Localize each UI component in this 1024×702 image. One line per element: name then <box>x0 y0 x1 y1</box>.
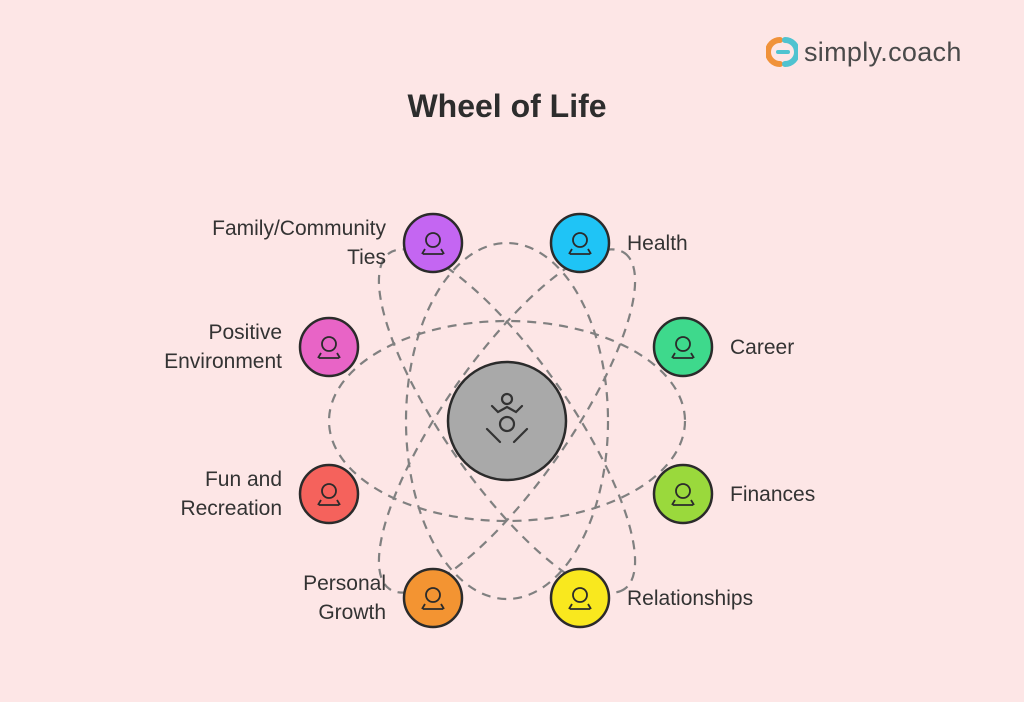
node-label: Health <box>627 229 688 258</box>
node-label-line: Recreation <box>180 497 282 520</box>
node-5 <box>652 463 714 525</box>
page-title: Wheel of Life <box>407 88 607 124</box>
node-3 <box>652 316 714 378</box>
node-label-line: Ties <box>347 246 386 269</box>
node-label-line: Growth <box>318 601 386 624</box>
node-6 <box>402 567 464 629</box>
node-label-line: Relationships <box>627 586 754 610</box>
node-label-line: Environment <box>164 350 282 373</box>
node-1 <box>549 212 611 274</box>
node-label-line: Positive <box>208 321 282 344</box>
center-node <box>446 360 568 482</box>
node-2 <box>298 316 360 378</box>
node-label: Finances <box>730 480 815 509</box>
brand-logo: simply.coach <box>766 36 962 68</box>
node-circle <box>402 567 464 629</box>
node-label: Career <box>730 333 794 362</box>
logo-mark-icon <box>766 37 798 67</box>
graduate-icon <box>671 336 695 359</box>
node-circle <box>402 212 464 274</box>
orbit-diagonal-b <box>377 248 637 594</box>
couple-heart-icon <box>568 587 592 610</box>
node-circle <box>652 463 714 525</box>
orbit-vertical <box>404 241 610 601</box>
node-7 <box>549 567 611 629</box>
community-icon <box>421 232 445 255</box>
node-circle <box>652 316 714 378</box>
node-label-line: Finances <box>730 482 816 506</box>
brand-name: simply.coach <box>804 36 962 67</box>
node-label-line: Fun and <box>204 468 282 491</box>
person-balance-icon <box>485 392 529 444</box>
orbit-lines <box>327 241 687 601</box>
node-label-line: Career <box>730 335 795 359</box>
node-0 <box>402 212 464 274</box>
node-label: Relationships <box>627 584 753 613</box>
heart-muscle-icon <box>568 232 592 255</box>
lounge-chair-icon <box>317 483 341 506</box>
node-label-line: Personal <box>303 572 386 595</box>
meditation-icon <box>317 336 341 359</box>
node-circle <box>549 212 611 274</box>
node-label-line: Health <box>627 231 688 255</box>
node-circle <box>298 316 360 378</box>
orbit-diagonal-a <box>377 248 637 594</box>
shield-building-icon <box>671 483 695 506</box>
plant-growth-icon <box>421 587 445 610</box>
node-4 <box>298 463 360 525</box>
node-circle <box>549 567 611 629</box>
node-label-line: Family/Community <box>212 217 386 240</box>
node-circle <box>298 463 360 525</box>
orbit-horizontal <box>327 319 687 523</box>
